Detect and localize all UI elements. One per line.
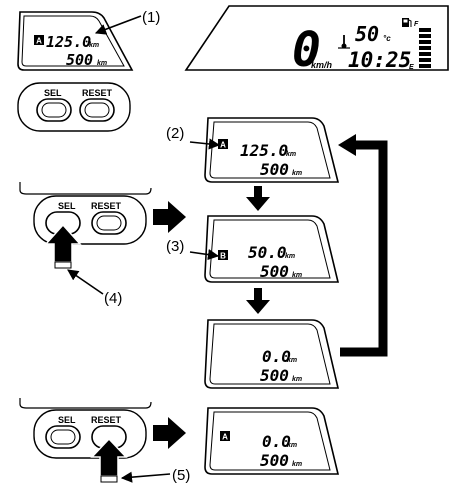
trip-value: 125.0 bbox=[240, 141, 288, 160]
trip-a-badge bbox=[34, 35, 44, 45]
finger-press-icon bbox=[90, 437, 128, 477]
arrow-down-icon bbox=[246, 288, 270, 314]
trip-display-cleared: 0.0 km 500 km bbox=[204, 319, 340, 389]
finger-press-icon bbox=[44, 223, 82, 263]
arrow-right-icon bbox=[153, 417, 186, 449]
trip-unit: km bbox=[286, 151, 296, 158]
callout-2-arrow bbox=[189, 138, 221, 150]
sel-button[interactable] bbox=[45, 425, 81, 449]
callout-3-arrow bbox=[189, 249, 220, 261]
trip-unit: km bbox=[287, 357, 297, 364]
odo-value: 500 bbox=[260, 160, 289, 179]
odo-value: 500 bbox=[260, 451, 289, 470]
callout-3: (3) bbox=[166, 238, 184, 255]
speed-unit: km/h bbox=[311, 60, 333, 70]
temperature-unit: °c bbox=[383, 34, 391, 43]
callout-5-arrow bbox=[120, 471, 171, 483]
button-pad-reset-press: SEL RESET bbox=[19, 398, 152, 483]
sel-label: SEL bbox=[44, 88, 62, 98]
sel-label: SEL bbox=[58, 201, 76, 211]
odo-unit: km bbox=[292, 170, 302, 177]
button-pad-top: SEL RESET bbox=[17, 82, 131, 132]
trip-a-badge-label: A bbox=[222, 433, 228, 442]
trip-unit: km bbox=[287, 442, 297, 449]
trip-value: 0.0 bbox=[262, 347, 291, 366]
callout-5: (5) bbox=[172, 467, 190, 484]
trip-unit: km bbox=[285, 253, 295, 260]
odo-unit: km bbox=[292, 376, 302, 383]
odo-value: 500 bbox=[260, 366, 289, 385]
reset-label: RESET bbox=[82, 88, 113, 98]
odo-unit: km bbox=[292, 461, 302, 468]
callout-2: (2) bbox=[166, 125, 184, 142]
odo-unit: km bbox=[292, 272, 302, 279]
reset-label: RESET bbox=[91, 201, 122, 211]
trip-value: 50.0 bbox=[248, 243, 287, 262]
thermometer-icon bbox=[338, 35, 350, 49]
callout-4-arrow bbox=[67, 269, 104, 295]
trip-value: 125.0 bbox=[46, 33, 91, 51]
trip-value: 0.0 bbox=[262, 432, 291, 451]
button-pad-sel-press: SEL RESET bbox=[19, 182, 152, 269]
fuel-full-label: F bbox=[414, 21, 419, 28]
arrow-down-icon bbox=[246, 186, 270, 211]
odo-value: 500 bbox=[260, 262, 289, 281]
callout-1-arrow bbox=[94, 15, 142, 35]
return-loop-arrow-icon bbox=[338, 134, 388, 357]
fuel-pump-icon bbox=[402, 18, 412, 27]
sel-button[interactable] bbox=[36, 98, 72, 122]
trip-a-badge bbox=[218, 139, 228, 149]
fuel-empty-label: E bbox=[409, 64, 414, 71]
trip-b-badge bbox=[218, 250, 228, 260]
fuel-gauge-icon bbox=[419, 28, 431, 68]
clock-value: 10:25 bbox=[348, 48, 411, 72]
main-display: 0 km/h 50 °c 10:25 F E bbox=[184, 5, 449, 78]
trip-a-badge bbox=[220, 431, 230, 441]
trip-b-badge-label: B bbox=[220, 252, 226, 261]
sel-label: SEL bbox=[58, 415, 76, 425]
trip-a-badge-label: A bbox=[36, 37, 42, 46]
trip-unit: km bbox=[89, 42, 99, 49]
odo-value: 500 bbox=[66, 51, 93, 69]
trip-display-reset: A 0.0 km 500 km bbox=[204, 407, 340, 475]
temperature-value: 50 bbox=[355, 22, 379, 46]
trip-a-badge-label: A bbox=[220, 141, 226, 150]
trip-display-a: A 125.0 km 500 km bbox=[204, 117, 340, 183]
trip-display-b: B 50.0 km 500 km bbox=[204, 215, 340, 283]
reset-label: RESET bbox=[91, 415, 122, 425]
callout-4: (4) bbox=[104, 290, 122, 307]
callout-1: (1) bbox=[142, 9, 160, 26]
reset-button[interactable] bbox=[91, 211, 127, 235]
speed-value: 0 bbox=[292, 22, 321, 78]
odo-unit: km bbox=[97, 60, 107, 67]
trip-display-initial: A 125.0 km 500 km bbox=[17, 11, 134, 71]
arrow-right-icon bbox=[153, 201, 186, 233]
reset-button[interactable] bbox=[79, 98, 115, 122]
